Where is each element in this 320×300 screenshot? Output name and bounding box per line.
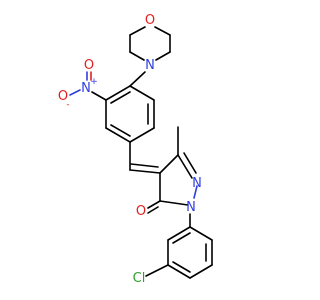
nitro-oxygen-single-label: O: [58, 89, 68, 104]
chlorophenyl-ring: [167, 226, 213, 279]
nitro-nitrogen-label: N: [81, 81, 91, 96]
molecule-diagram: O N N + O O - N N O Cl: [58, 13, 213, 286]
carbonyl-group: [147, 200, 161, 214]
nitrophenyl-ring: [105, 85, 155, 143]
structure-svg: O N N + O O - N N O Cl: [58, 13, 213, 286]
vinylidene-linker: [129, 141, 161, 174]
nitro-minus-charge-label: -: [66, 100, 69, 110]
chloro-bond: [145, 264, 169, 277]
morpholine-ring: [129, 26, 171, 61]
nitro-group: [69, 71, 107, 101]
morpholine-aryl-bond: [129, 71, 146, 87]
morpholine-oxygen-label: O: [145, 13, 155, 28]
pyrazole-nitrogen-top-label: N: [192, 176, 202, 191]
morpholine-nitrogen-label: N: [145, 58, 155, 73]
carbonyl-oxygen-label: O: [136, 204, 146, 219]
chlorine-label: Cl: [133, 271, 146, 286]
pyrazolone-ring: [159, 126, 198, 206]
pyrazole-nitrogen-bottom-label: N: [186, 200, 196, 215]
nitro-plus-charge-label: +: [90, 77, 98, 87]
nitro-oxygen-double-label: O: [84, 58, 94, 73]
